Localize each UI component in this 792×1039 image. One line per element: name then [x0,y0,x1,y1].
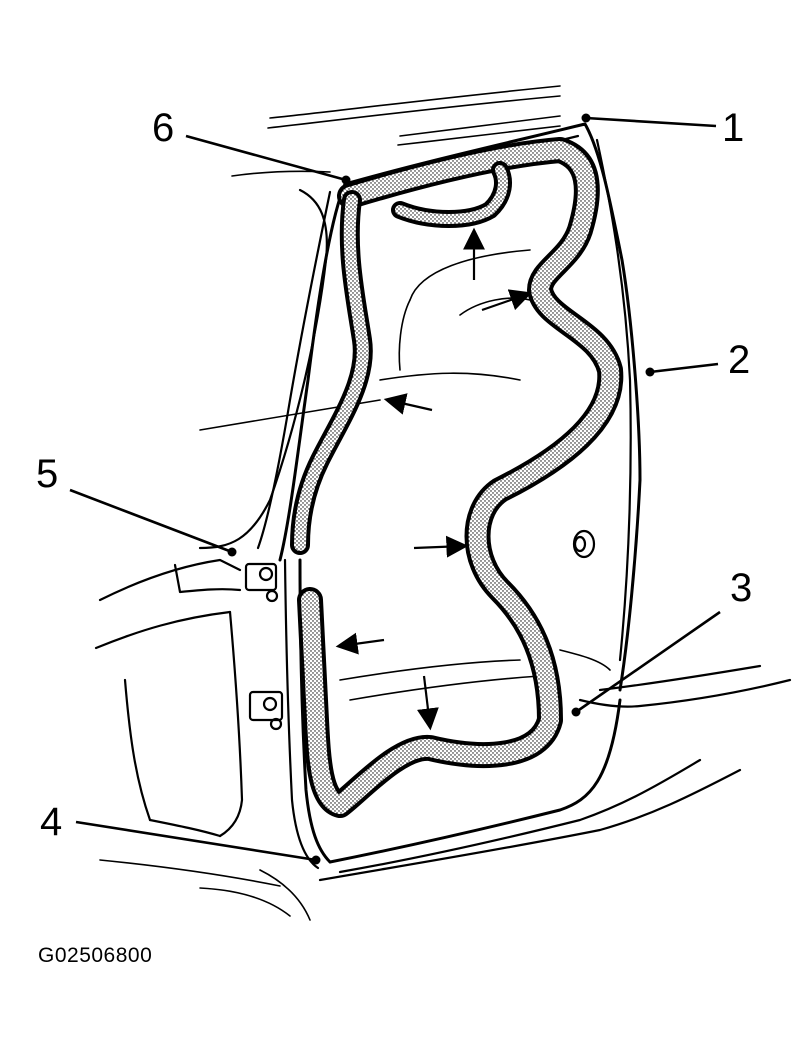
leader-5 [69,488,233,554]
arrow-front-upper [383,393,433,415]
callout-2: 2 [728,338,751,382]
roof-outline [231,85,561,177]
callout-leaders [69,113,721,865]
weatherstrip-seal [290,137,624,818]
install-arrows [335,227,533,731]
leader-4 [75,820,317,862]
callout-3: 3 [730,566,753,610]
leader-2 [649,362,719,374]
callout-1: 1 [722,106,745,150]
callout-4: 4 [40,800,63,844]
leader-1 [585,116,717,128]
door-striker [572,529,596,559]
leader-3 [575,610,721,714]
leader-dot-3 [571,707,581,717]
callout-5: 5 [36,452,59,496]
upper-hinge [244,562,279,603]
figure-code: G02506800 [38,944,153,967]
leader-dot-1 [581,113,591,123]
arrow-rear-middle [413,535,469,558]
leader-dot-5 [227,547,237,557]
callout-6: 6 [152,106,175,150]
arrow-rear-upper [481,289,533,312]
arrow-sill [416,675,439,731]
leader-dot-4 [311,855,321,865]
leader-dot-2 [645,367,655,377]
lower-hinge [248,690,284,731]
front-console [94,558,311,921]
arrow-front-lower [335,632,385,655]
leader-dot-6 [341,175,351,185]
leader-6 [185,134,347,182]
